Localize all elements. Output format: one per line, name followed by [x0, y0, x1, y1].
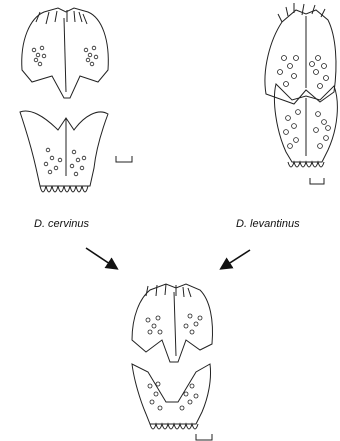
species-label-cervinus: D. cervinus — [34, 218, 89, 230]
arrow-from-levantinus — [222, 250, 250, 268]
species-label-levantinus: D. levantinus — [236, 218, 300, 230]
levantinus-scale-bar — [310, 178, 324, 184]
levantinus-upper-jaw — [265, 3, 336, 104]
cervinus-scale-bar — [116, 156, 132, 162]
arrow-from-cervinus — [86, 248, 116, 268]
cervinus-upper-jaw — [22, 8, 109, 98]
hybrid-lower-jaw — [132, 364, 211, 429]
hybrid-upper-jaw — [132, 284, 213, 362]
cervinus-lower-jaw — [20, 111, 108, 192]
hybrid-scale-bar — [196, 434, 212, 440]
